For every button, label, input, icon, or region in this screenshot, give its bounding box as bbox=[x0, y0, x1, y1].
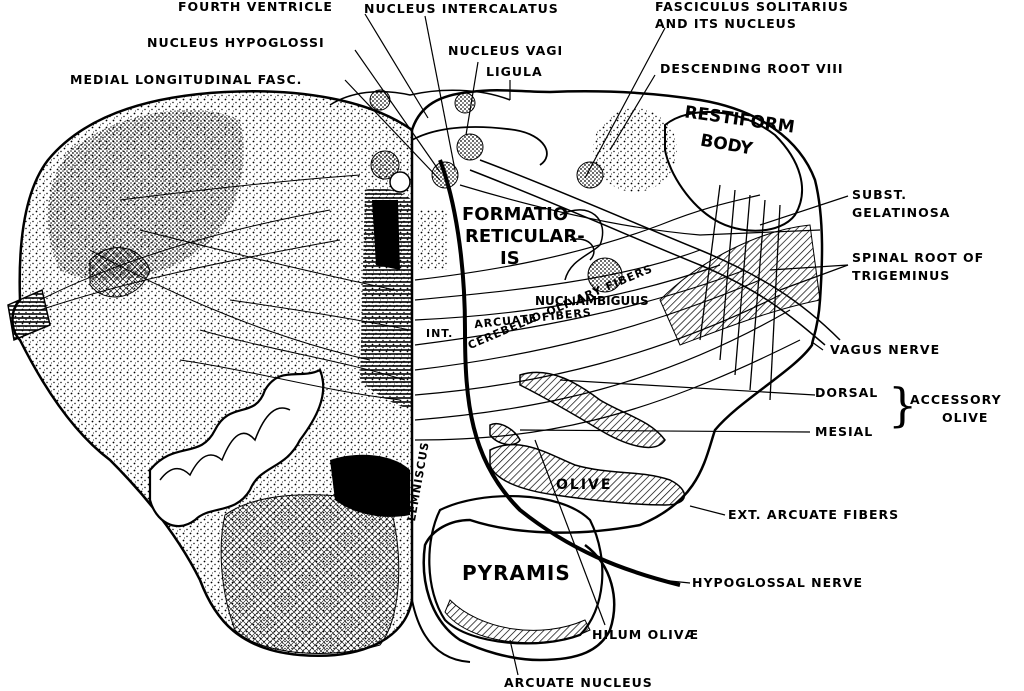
left-stained-half bbox=[7, 90, 414, 657]
accessory-olive-brace: } bbox=[888, 378, 918, 432]
right-schematic-half bbox=[329, 88, 841, 663]
label-ext-arcuate-fibers: EXT. ARCUATE FIBERS bbox=[728, 507, 900, 522]
label-trigeminus: TRIGEMINUS bbox=[852, 268, 951, 283]
label-accessory: ACCESSORY bbox=[910, 392, 1002, 407]
label-fasciculus-solitarius-nucleus: AND ITS NUCLEUS bbox=[655, 16, 797, 31]
label-nucleus-hypoglossi: NUCLEUS HYPOGLOSSI bbox=[147, 35, 325, 50]
label-dorsal: DORSAL bbox=[815, 385, 879, 400]
label-mesial: MESIAL bbox=[815, 424, 874, 439]
label-nucl-ambiguus: NUCL.AMBIGUUS bbox=[535, 294, 649, 308]
label-descending-root-viii: DESCENDING ROOT VIII bbox=[660, 61, 844, 76]
label-gelatinosa: GELATINOSA bbox=[852, 205, 951, 220]
label-olive: OLIVE bbox=[556, 477, 613, 493]
label-nucleus-intercalatus: NUCLEUS INTERCALATUS bbox=[364, 1, 559, 16]
label-hilum-olivae: HILUM OLIVÆ bbox=[592, 627, 700, 642]
label-medial-longitudinal-fasc: MEDIAL LONGITUDINAL FASC. bbox=[70, 72, 303, 87]
label-is: IS bbox=[500, 248, 520, 269]
label-reticular: RETICULAR- bbox=[465, 226, 585, 247]
label-hypoglossal-nerve: HYPOGLOSSAL NERVE bbox=[692, 575, 863, 590]
label-fasciculus-solitarius: FASCICULUS SOLITARIUS bbox=[655, 0, 849, 14]
label-vagus-nerve: VAGUS NERVE bbox=[830, 342, 941, 357]
label-subst: SUBST. bbox=[852, 187, 908, 202]
label-spinal-root: SPINAL ROOT OF bbox=[852, 250, 985, 265]
label-int: INT. bbox=[426, 327, 454, 340]
leader-lines bbox=[344, 13, 849, 676]
label-fourth-ventricle: FOURTH VENTRICLE bbox=[178, 0, 333, 14]
label-nucleus-vagi: NUCLEUS VAGI bbox=[448, 43, 564, 58]
label-arcuate-nucleus: ARCUATE NUCLEUS bbox=[504, 675, 653, 690]
label-olive-accessory: OLIVE bbox=[942, 410, 989, 425]
label-ligula: LIGULA bbox=[486, 64, 543, 79]
label-pyramis: PYRAMIS bbox=[462, 561, 571, 585]
label-formatio: FORMATIO bbox=[462, 204, 569, 225]
